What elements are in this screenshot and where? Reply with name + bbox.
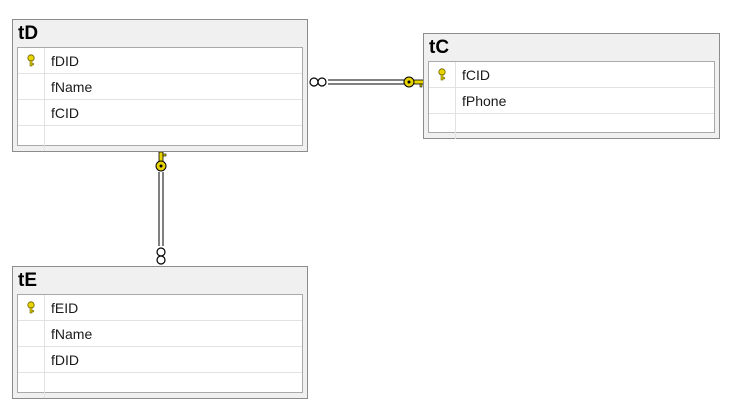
column-row-fCID[interactable]: fCID bbox=[429, 62, 714, 88]
column-name: fDID bbox=[51, 53, 79, 69]
primary-key-icon bbox=[18, 48, 45, 73]
primary-key-icon bbox=[18, 295, 45, 320]
column-name: fEID bbox=[51, 300, 79, 316]
row-header bbox=[18, 321, 45, 346]
new-column-row[interactable] bbox=[18, 373, 302, 399]
table-tD[interactable]: tD fDID fName fCID bbox=[12, 19, 308, 152]
column-grid: fDID fName fCID bbox=[17, 47, 303, 151]
key-end-icon bbox=[155, 151, 167, 172]
column-row-fEID[interactable]: fEID bbox=[18, 295, 302, 321]
column-name: fCID bbox=[462, 67, 490, 83]
column-row-fPhone[interactable]: fPhone bbox=[429, 88, 714, 114]
many-end-icon bbox=[309, 77, 327, 87]
column-grid: fCID fPhone bbox=[428, 61, 715, 139]
relationship-tD-tC[interactable] bbox=[309, 76, 425, 88]
table-tE[interactable]: tE fEID fName fDID bbox=[12, 266, 308, 399]
row-header bbox=[18, 373, 45, 398]
primary-key-icon bbox=[429, 62, 456, 87]
row-header bbox=[18, 74, 45, 99]
table-tC[interactable]: tC fCID fPhone bbox=[423, 33, 720, 139]
column-grid: fEID fName fDID bbox=[17, 294, 303, 398]
new-column-row[interactable] bbox=[429, 114, 714, 140]
column-name: fDID bbox=[51, 352, 79, 368]
row-header bbox=[18, 100, 45, 125]
row-header bbox=[18, 347, 45, 372]
new-column-row[interactable] bbox=[18, 126, 302, 152]
column-row-fDID[interactable]: fDID bbox=[18, 48, 302, 74]
table-title: tE bbox=[18, 270, 37, 291]
column-name: fCID bbox=[51, 105, 79, 121]
table-title: tC bbox=[429, 37, 450, 58]
key-end-icon bbox=[403, 76, 425, 88]
row-header bbox=[429, 114, 456, 139]
row-header bbox=[18, 126, 45, 151]
relationship-tE-tD[interactable] bbox=[155, 151, 167, 265]
column-row-fDID[interactable]: fDID bbox=[18, 347, 302, 373]
column-row-fCID[interactable]: fCID bbox=[18, 100, 302, 126]
column-row-fName[interactable]: fName bbox=[18, 321, 302, 347]
column-name: fName bbox=[51, 79, 93, 95]
column-row-fName[interactable]: fName bbox=[18, 74, 302, 100]
table-title: tD bbox=[18, 23, 39, 44]
column-name: fName bbox=[51, 326, 93, 342]
row-header bbox=[429, 88, 456, 113]
many-end-icon bbox=[156, 247, 166, 265]
column-name: fPhone bbox=[462, 93, 507, 109]
